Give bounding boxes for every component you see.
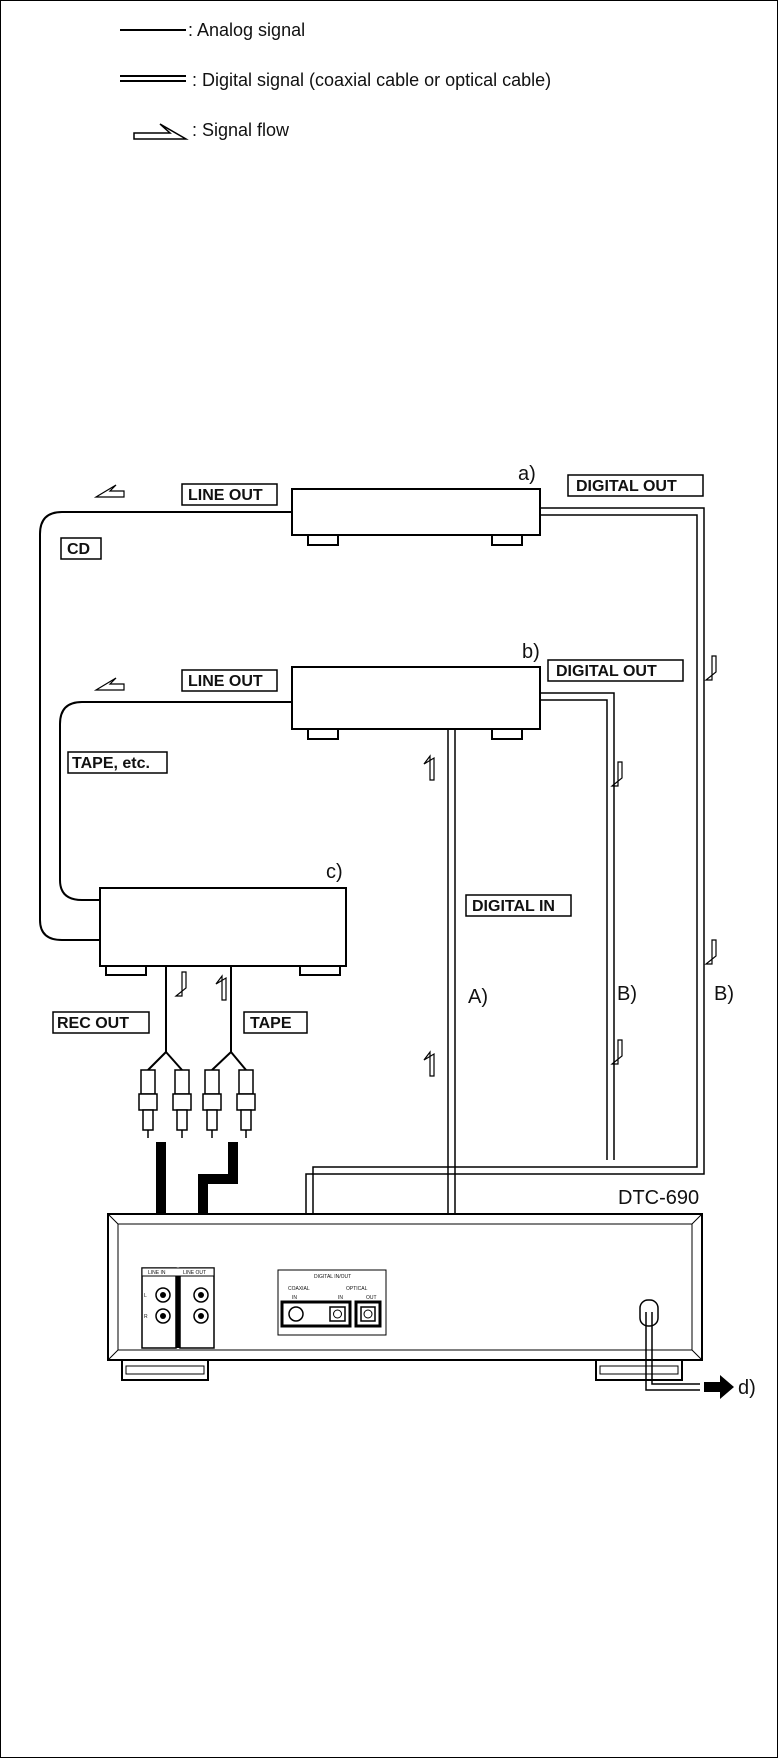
rec-out-label: REC OUT bbox=[57, 1015, 129, 1032]
power-arrow-icon bbox=[704, 1375, 734, 1399]
legend-digital-text: : Digital signal (coaxial cable or optic… bbox=[192, 70, 551, 90]
tape-etc-label: TAPE, etc. bbox=[72, 755, 150, 772]
device-c: c) bbox=[99, 861, 347, 976]
optical-in-label: IN bbox=[338, 1295, 343, 1301]
route-b2-label: B) bbox=[714, 983, 734, 1005]
analog-line-tape bbox=[59, 701, 292, 901]
rca-plugs bbox=[138, 1069, 256, 1138]
optical-label: OPTICAL bbox=[346, 1286, 368, 1292]
device-c-label: c) bbox=[326, 861, 343, 883]
digital-io-panel: DIGITAL IN/OUT COAXIAL OPTICAL IN IN OUT bbox=[277, 1269, 387, 1336]
digital-out-a-label: DIGITAL OUT bbox=[576, 478, 677, 495]
line-out-b-label: LINE OUT bbox=[188, 673, 263, 690]
coaxial-in-label: IN bbox=[292, 1295, 297, 1301]
legend-analog-text: : Analog signal bbox=[188, 20, 305, 40]
flow-arrow-cd bbox=[93, 484, 125, 498]
digital-out-b-label: DIGITAL OUT bbox=[556, 663, 657, 680]
digital-flow-arrows bbox=[174, 655, 717, 1077]
rca-plug-2 bbox=[172, 1069, 192, 1138]
dtc-690-label: DTC-690 bbox=[618, 1187, 699, 1209]
tape-label: TAPE bbox=[250, 1015, 292, 1032]
boxed-labels: LINE OUT DIGITAL OUT CD LINE OUT DIGITAL… bbox=[52, 474, 704, 1034]
rca-plug-3 bbox=[202, 1069, 222, 1138]
line-out-a-label: LINE OUT bbox=[188, 487, 263, 504]
rca-plug-1 bbox=[138, 1069, 158, 1138]
optical-out-label: OUT bbox=[366, 1295, 377, 1301]
route-b1-label: B) bbox=[617, 983, 637, 1005]
line-out-panel-label: LINE OUT bbox=[183, 1270, 206, 1276]
power-cord: d) bbox=[639, 1299, 756, 1399]
device-a-label: a) bbox=[518, 463, 536, 485]
jack-r-label: R bbox=[144, 1314, 148, 1320]
analog-jack-panel: LINE IN LINE OUT L R bbox=[141, 1267, 215, 1349]
device-a: a) bbox=[291, 463, 541, 546]
coaxial-label: COAXIAL bbox=[288, 1286, 310, 1292]
cd-label: CD bbox=[67, 541, 90, 558]
jack-l-label: L bbox=[144, 1293, 147, 1299]
rca-plug-4 bbox=[236, 1069, 256, 1138]
digital-cable-route-b2 bbox=[540, 692, 615, 1160]
device-b-label: b) bbox=[522, 641, 540, 663]
legend-flow-text: : Signal flow bbox=[192, 120, 290, 140]
digital-inout-label: DIGITAL IN/OUT bbox=[314, 1274, 351, 1280]
line-in-panel-label: LINE IN bbox=[148, 1270, 166, 1276]
device-b: b) bbox=[291, 641, 541, 740]
analog-line-cd bbox=[39, 511, 292, 941]
route-a-label: A) bbox=[468, 986, 488, 1008]
signal-flow-icon bbox=[133, 123, 189, 140]
digital-in-label: DIGITAL IN bbox=[472, 898, 555, 915]
legend: : Analog signal : Digital signal (coaxia… bbox=[120, 20, 551, 140]
device-d-label: d) bbox=[738, 1377, 756, 1399]
rca-cables bbox=[147, 966, 247, 1071]
flow-arrow-tape bbox=[93, 677, 125, 691]
